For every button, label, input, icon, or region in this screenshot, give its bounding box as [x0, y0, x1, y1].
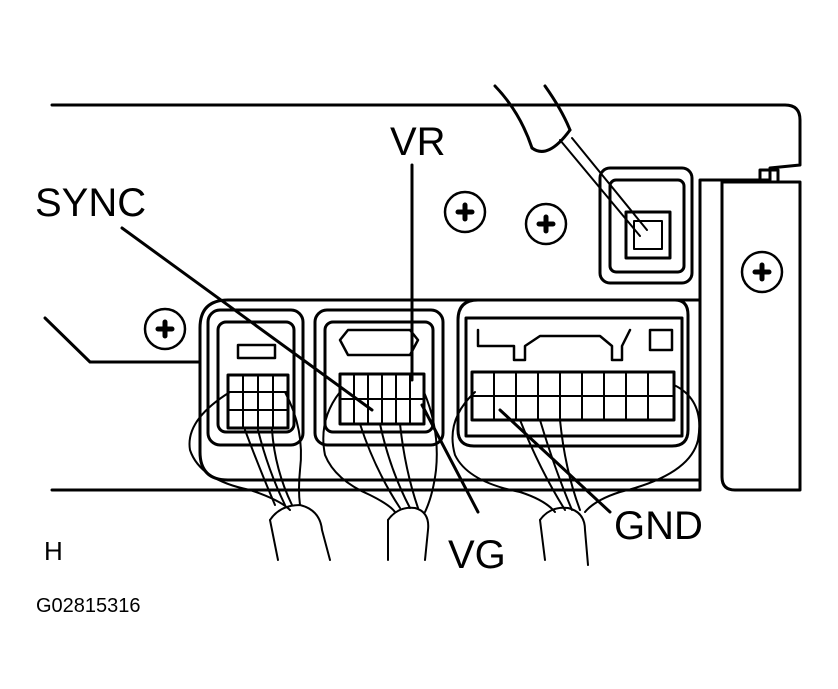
connector-middle: [313, 308, 445, 447]
wire-harness: [188, 384, 701, 566]
view-label: H: [44, 536, 63, 566]
ecu-side-plate: [720, 180, 802, 492]
small-connector-top-right: [598, 166, 694, 285]
gnd-leader-line: [498, 408, 612, 514]
screw-icon: [524, 202, 568, 246]
screw-icon: [143, 307, 187, 351]
connector-left: [206, 308, 305, 447]
tester-probe: [493, 84, 648, 237]
screw-icon: [740, 250, 784, 294]
housing-bracket-edge: [43, 316, 202, 364]
sync-leader-line: [120, 226, 374, 412]
sync-label: SYNC: [35, 181, 147, 225]
vg-leader-line: [420, 403, 480, 514]
connector-panel: [198, 298, 702, 482]
gnd-label: GND: [614, 504, 703, 548]
screw-icon: [443, 190, 487, 234]
ecu-housing: [50, 103, 802, 492]
figure-id: G02815316: [36, 595, 141, 617]
ecu-side-plate-tab: [758, 168, 780, 184]
vg-label: VG: [448, 533, 506, 577]
connector-right: [456, 298, 690, 448]
vr-label: VR: [390, 120, 446, 164]
